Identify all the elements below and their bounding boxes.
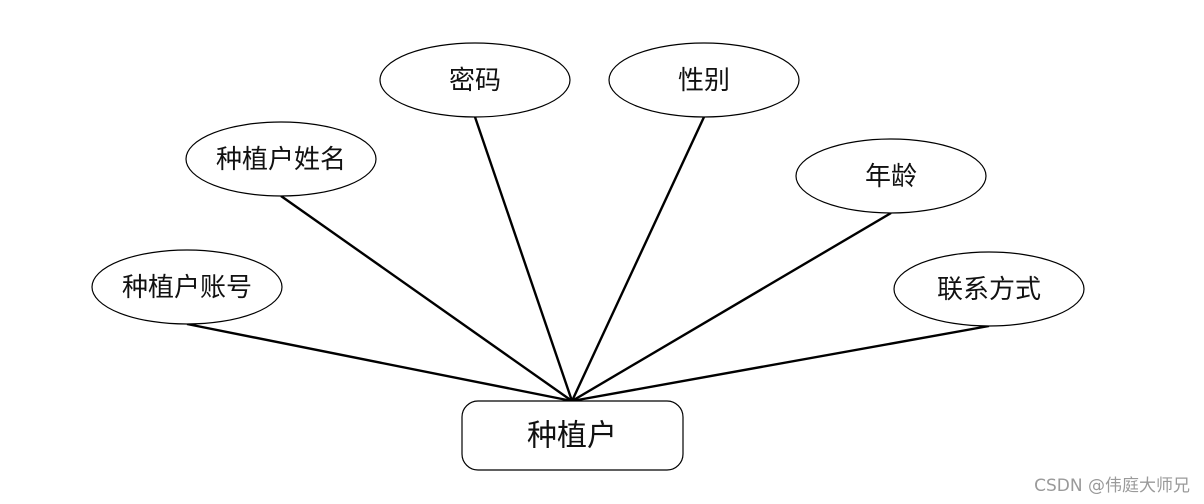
attribute-password-label: 密码 — [449, 66, 501, 96]
attribute-gender-ellipse — [608, 42, 800, 118]
attribute-gender: 性别 — [608, 42, 800, 118]
connector-gender — [570, 116, 706, 402]
connector-age — [571, 211, 892, 403]
attribute-age-ellipse — [795, 138, 987, 214]
connector-account — [186, 322, 573, 403]
attribute-account: 种植户账号 — [91, 249, 283, 325]
attribute-contact-ellipse — [893, 251, 1085, 327]
attribute-account-label: 种植户账号 — [122, 273, 252, 303]
connector-name — [280, 195, 573, 402]
attribute-password-ellipse — [379, 42, 571, 118]
connector-password — [473, 116, 574, 402]
connector-contact — [571, 324, 990, 403]
attribute-gender-label: 性别 — [678, 66, 730, 96]
attribute-age: 年龄 — [795, 138, 987, 214]
entity-planter-label: 种植户 — [527, 419, 617, 454]
attribute-name-ellipse — [185, 121, 377, 197]
attribute-account-ellipse — [91, 249, 283, 325]
entity-planter: 种植户 — [461, 400, 684, 471]
watermark: CSDN @伟庭大师兄 — [1034, 476, 1190, 496]
attribute-age-label: 年龄 — [865, 162, 917, 192]
connector-lines — [186, 116, 990, 403]
attribute-password: 密码 — [379, 42, 571, 118]
attribute-name-label: 种植户姓名 — [216, 145, 346, 175]
attribute-contact-label: 联系方式 — [937, 275, 1041, 305]
attribute-contact: 联系方式 — [893, 251, 1085, 327]
attribute-name: 种植户姓名 — [185, 121, 377, 197]
entity-planter-box — [461, 400, 684, 471]
